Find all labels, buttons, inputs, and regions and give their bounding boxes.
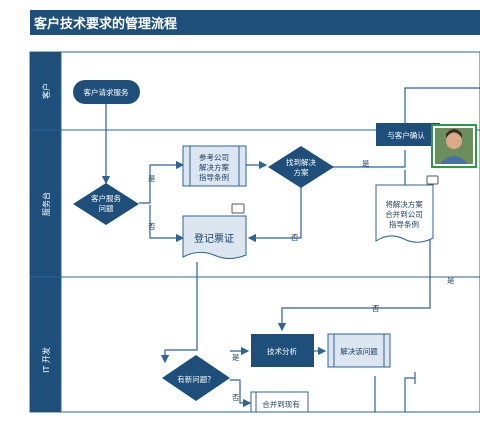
edge-label-no: 否	[232, 393, 240, 402]
edge-label-yes: 是	[232, 353, 240, 362]
node-register-ticket	[182, 215, 247, 259]
edge-label-no: 否	[372, 304, 380, 313]
edge-label-no: 否	[291, 233, 299, 242]
edge-label-no: 否	[148, 222, 156, 231]
avatar	[431, 124, 477, 168]
node-tech-analysis	[251, 334, 314, 367]
lane-label-customer: 客户	[41, 83, 51, 99]
node-merge-line3: 指导条例	[389, 219, 419, 229]
node-issue-line2: 问题	[99, 204, 114, 213]
page-title: 客户技术要求的管理流程	[34, 17, 178, 32]
lane-label-service-desk: 服务台	[41, 192, 51, 216]
comment-icon	[231, 203, 245, 214]
node-found-line1: 找到解决	[286, 157, 316, 167]
node-reference-line3: 指导条例	[199, 172, 229, 182]
lane-header-service-desk	[30, 130, 61, 277]
edge-newissue-no	[230, 379, 252, 408]
node-confirm-with-customer	[376, 123, 440, 146]
node-reference-line1: 参考公司	[199, 152, 229, 162]
node-found-line2: 方案	[294, 167, 309, 177]
node-merge-existing	[250, 391, 309, 413]
connectors	[101, 87, 480, 412]
node-merge-solution	[375, 184, 434, 243]
lane-header-customer	[30, 52, 61, 130]
edge-issue-no	[149, 205, 185, 243]
node-new-issue-label: 有新问题？	[177, 374, 215, 384]
node-tech-analysis-label: 技术分析	[267, 346, 297, 356]
edge-no-loop	[277, 292, 431, 332]
node-reference-guide	[182, 145, 247, 187]
title-bar: 客户技术要求的管理流程	[30, 10, 480, 35]
node-customer-service-issue	[73, 183, 139, 225]
comment-icon	[426, 175, 439, 185]
edge-label-yes: 是	[447, 276, 455, 285]
edge-ticket-to-newissue	[160, 262, 198, 364]
node-merge-existing-label: 合并到现有	[262, 399, 300, 409]
lane-label-it-dev: IT 开发	[41, 347, 51, 373]
node-register-ticket-label: 登记票证	[194, 232, 234, 245]
node-new-issue	[162, 355, 230, 401]
node-customer-request-label: 客户请求服务	[84, 87, 129, 97]
edge-label-yes: 是	[148, 174, 156, 183]
edge-label-yes: 是	[362, 159, 370, 168]
node-solve-issue	[327, 333, 391, 368]
node-merge-line1: 将解决方案	[385, 199, 423, 209]
node-customer-request	[73, 80, 140, 104]
node-found-solution	[268, 146, 334, 188]
node-confirm-label: 与客户确认	[387, 130, 425, 140]
edge-found-yes	[332, 150, 406, 168]
node-reference-line2: 解决方案	[199, 162, 229, 172]
node-issue-line1: 客户服务	[91, 193, 121, 203]
lane-header-it-dev	[30, 277, 61, 412]
edge-issue-yes	[139, 160, 185, 204]
node-solve-issue-label: 解决该问题	[340, 346, 378, 356]
node-merge-line2: 合并到公司	[385, 209, 423, 219]
edge-found-no	[247, 185, 302, 243]
edge-confirm-out	[404, 87, 480, 123]
edge-solve-tail	[404, 377, 415, 412]
